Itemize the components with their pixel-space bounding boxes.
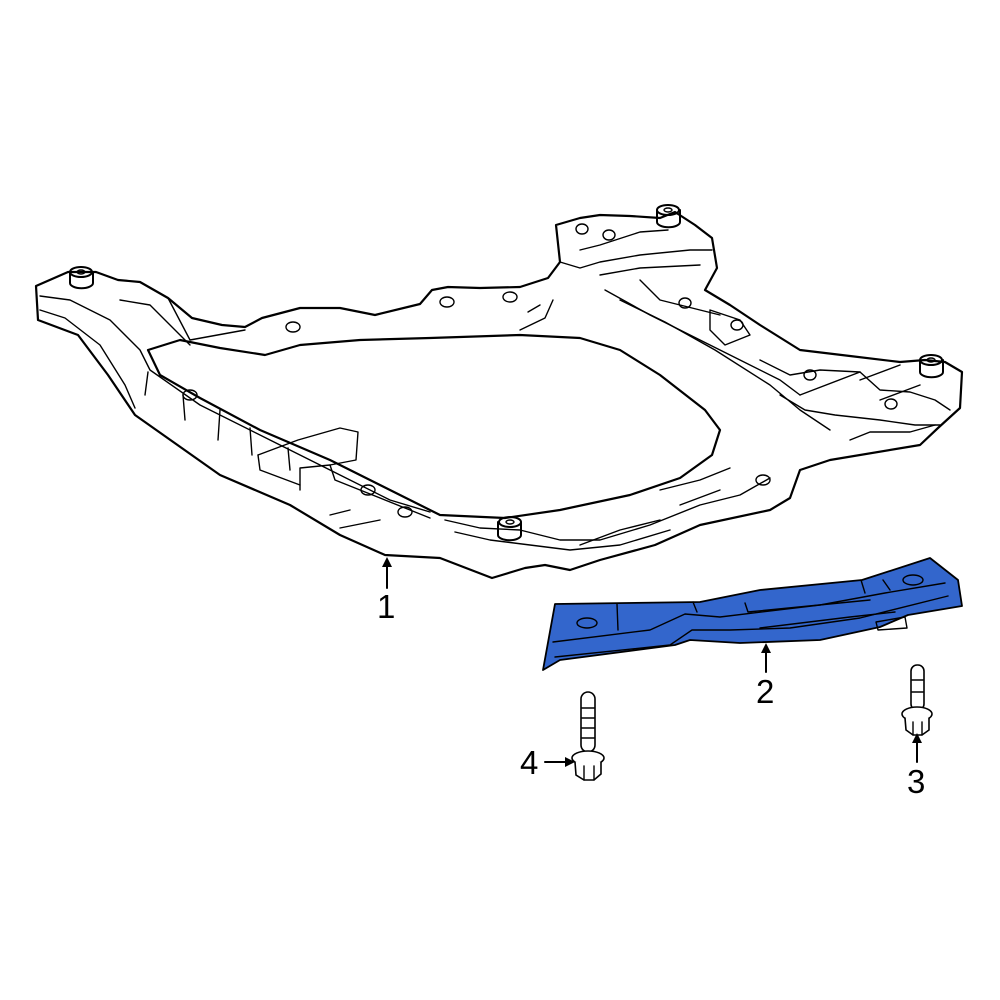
subframe-part-1[interactable] [34, 204, 964, 580]
flange-bolt-part-4[interactable] [571, 691, 605, 781]
callout-1: 1 [377, 588, 396, 625]
mount-bushing [497, 516, 522, 542]
mount-holes [182, 223, 898, 518]
flange-bolt-part-3[interactable] [901, 664, 933, 736]
leader-arrows [382, 557, 922, 767]
callout-2: 2 [756, 673, 775, 710]
callout-4: 4 [520, 744, 539, 781]
mount-bushing [69, 266, 94, 290]
reinforcement-part-2[interactable] [542, 557, 963, 671]
mount-bushing [919, 354, 944, 379]
callout-3: 3 [907, 763, 926, 800]
mount-bushing [656, 204, 681, 229]
